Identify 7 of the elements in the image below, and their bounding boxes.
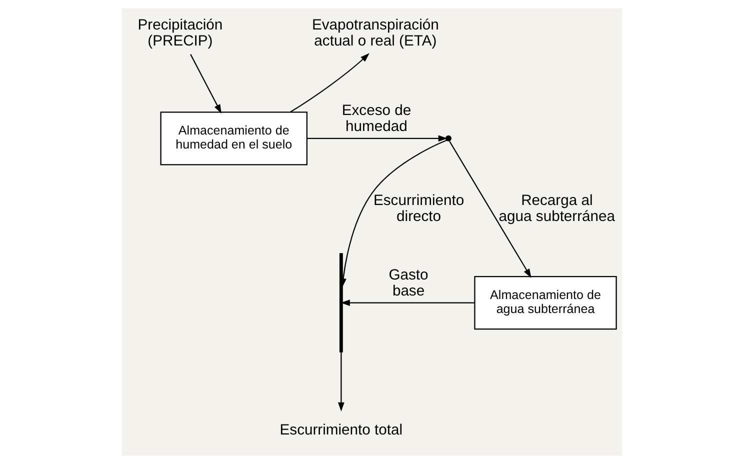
edge-label: Gasto base — [388, 267, 428, 300]
edge-label: Exceso de humedad — [341, 102, 411, 135]
node-text: Evapotranspiración actual o real (ETA) — [311, 17, 438, 50]
edge-label: Recarga al agua subterránea — [498, 193, 615, 226]
edge-label: Escurrimiento directo — [372, 193, 464, 226]
node-text: Escurrimiento total — [279, 422, 402, 439]
node-text: Precipitación (PRECIP) — [137, 17, 222, 50]
